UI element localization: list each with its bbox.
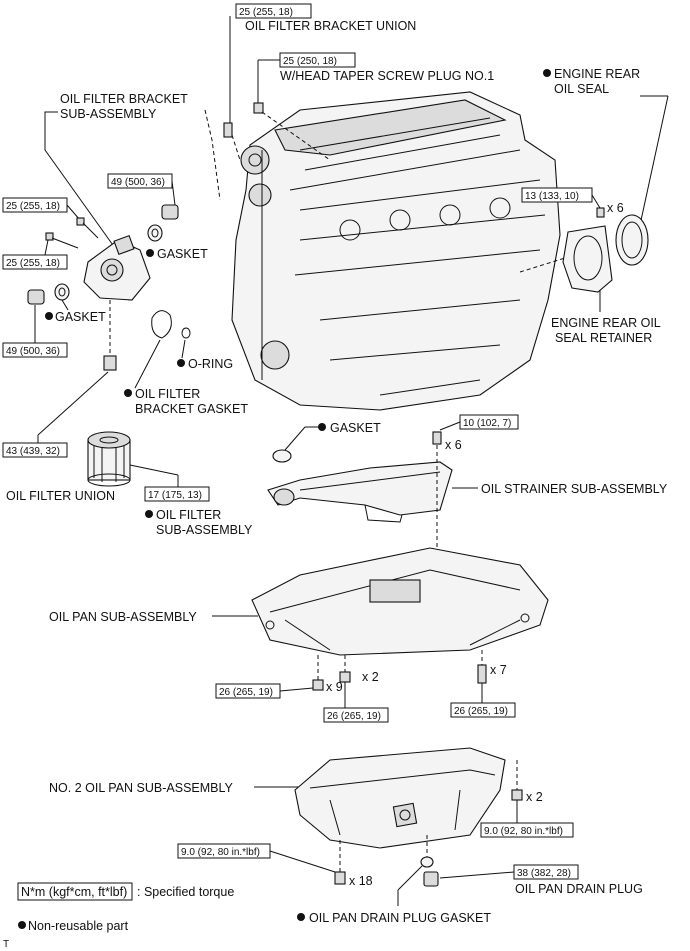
torque-box-pan-b <box>323 707 389 723</box>
rear-retainer-bolt <box>596 207 605 218</box>
label-engine-rear-oil-seal-2: OIL SEAL <box>554 82 609 96</box>
oil-filter-part <box>87 431 131 487</box>
torque-pan-b: 26 (265, 19) <box>327 711 381 722</box>
label-o-ring: O-RING <box>188 357 233 371</box>
count-x2-pan: x 2 <box>362 670 379 684</box>
oil-filter-bracket-part <box>83 234 151 301</box>
label-engine-rear-oil-seal-1: ENGINE REAR <box>554 67 640 81</box>
non-reusable-mark-strainer-gasket <box>318 423 326 431</box>
label-engine-rear-retainer-1: ENGINE REAR OIL <box>551 316 661 330</box>
non-reusable-mark-gasket-left <box>45 312 53 320</box>
torque-bolt-a: 25 (255, 18) <box>6 201 60 212</box>
oil-pan-part <box>251 547 549 656</box>
torque-pan2-a: 9.0 (92, 80 in.*lbf) <box>181 847 260 858</box>
torque-filter: 17 (175, 13) <box>148 490 202 501</box>
pan2-bolt-a <box>511 789 523 801</box>
bracket-plug-part <box>147 204 179 242</box>
corner-mark: T <box>3 939 9 950</box>
non-reusable-mark-bracket-gasket <box>124 389 132 397</box>
legend-torque-key: N*m (kgf*cm, ft*lbf) <box>21 885 127 899</box>
label-oil-pan: OIL PAN SUB-ASSEMBLY <box>49 610 197 624</box>
non-reusable-mark-rear-seal <box>543 69 551 77</box>
label-gasket-strainer: GASKET <box>330 421 381 435</box>
engine-rear-oil-seal-part <box>615 214 649 266</box>
label-oil-pan-drain-plug: OIL PAN DRAIN PLUG <box>515 882 643 896</box>
count-x7: x 7 <box>490 663 507 677</box>
bracket-bolt-b-part <box>45 232 79 249</box>
torque-box-pan-c <box>450 702 516 718</box>
legend-torque-box <box>17 882 133 901</box>
count-x2-pan2: x 2 <box>526 790 543 804</box>
pan-bolt-a <box>312 679 324 691</box>
torque-box-bolt-b <box>2 254 68 270</box>
torque-bolt-b: 25 (255, 18) <box>6 258 60 269</box>
engine-rear-oil-seal-retainer-part <box>562 225 613 293</box>
pan2-bolt-b <box>334 871 346 885</box>
drain-plug-gasket-part <box>420 856 434 868</box>
torque-box-filter-union <box>2 442 68 458</box>
non-reusable-mark-oil-filter <box>145 510 153 518</box>
count-x6-rear: x 6 <box>607 201 624 215</box>
label-oil-filter-bracket-union: OIL FILTER BRACKET UNION <box>245 19 416 33</box>
label-oil-filter-union: OIL FILTER UNION <box>6 489 115 503</box>
torque-filter-union: 43 (439, 32) <box>6 446 60 457</box>
torque-box-left-plug <box>2 342 68 358</box>
torque-bracket-plug: 49 (500, 36) <box>111 177 165 188</box>
pan-bolt-c <box>477 664 487 684</box>
count-x6-strainer: x 6 <box>445 438 462 452</box>
oil-strainer-part <box>267 461 453 523</box>
strainer-bolt <box>432 431 442 445</box>
label-oil-filter-bracket-2: SUB-ASSEMBLY <box>60 107 157 121</box>
label-oil-strainer: OIL STRAINER SUB-ASSEMBLY <box>481 482 668 496</box>
torque-left-plug: 49 (500, 36) <box>6 346 60 357</box>
non-reusable-mark-o-ring <box>177 359 185 367</box>
torque-box-plug <box>279 52 356 68</box>
label-oil-filter-bracket-gasket-2: BRACKET GASKET <box>135 402 248 416</box>
o-ring-part <box>181 327 191 339</box>
count-x9: x 9 <box>326 680 343 694</box>
no2-oil-pan-part <box>294 747 506 849</box>
oil-filter-union-part <box>103 355 117 371</box>
legend-non-reusable: Non-reusable part <box>28 919 129 933</box>
label-gasket-left: GASKET <box>55 310 106 324</box>
non-reusable-mark-drain-gasket <box>297 913 305 921</box>
torque-strainer: 10 (102, 7) <box>463 418 511 429</box>
label-oil-pan-drain-plug-gasket: OIL PAN DRAIN PLUG GASKET <box>309 911 491 925</box>
torque-box-filter <box>144 486 210 502</box>
label-oil-filter-1: OIL FILTER <box>156 508 221 522</box>
pan-bolt-b <box>339 671 351 683</box>
label-no2-oil-pan: NO. 2 OIL PAN SUB-ASSEMBLY <box>49 781 234 795</box>
label-oil-filter-bracket-gasket-1: OIL FILTER <box>135 387 200 401</box>
drain-plug-part <box>423 871 439 887</box>
strainer-gasket-part <box>272 449 292 463</box>
torque-rear: 13 (133, 10) <box>525 191 579 202</box>
legend-torque-desc: : Specified torque <box>137 885 234 899</box>
label-oil-filter-bracket-1: OIL FILTER BRACKET <box>60 92 188 106</box>
bracket-gasket-part <box>151 310 172 339</box>
label-gasket-upper: GASKET <box>157 247 208 261</box>
engine-block-illustration <box>231 91 561 411</box>
left-plug-part <box>27 283 70 305</box>
oil-filter-bracket-union-part <box>223 16 233 138</box>
torque-drain: 38 (382, 28) <box>517 868 571 879</box>
torque-plug: 25 (250, 18) <box>283 56 337 67</box>
torque-pan2-b: 9.0 (92, 80 in.*lbf) <box>484 826 563 837</box>
label-oil-filter-2: SUB-ASSEMBLY <box>156 523 253 537</box>
legend-non-reusable-mark <box>18 921 26 929</box>
torque-union: 25 (255, 18) <box>239 7 293 18</box>
torque-box-union <box>235 3 312 19</box>
taper-screw-plug-part <box>253 59 280 114</box>
torque-pan-a: 26 (265, 19) <box>219 687 273 698</box>
label-taper-screw-plug: W/HEAD TAPER SCREW PLUG NO.1 <box>280 69 494 83</box>
bracket-bolt-a-part <box>76 217 99 239</box>
torque-pan-c: 26 (265, 19) <box>454 706 508 717</box>
count-x18: x 18 <box>349 874 373 888</box>
torque-box-pan2-b <box>480 822 574 838</box>
label-engine-rear-retainer-2: SEAL RETAINER <box>555 331 652 345</box>
non-reusable-mark-gasket-upper <box>146 249 154 257</box>
